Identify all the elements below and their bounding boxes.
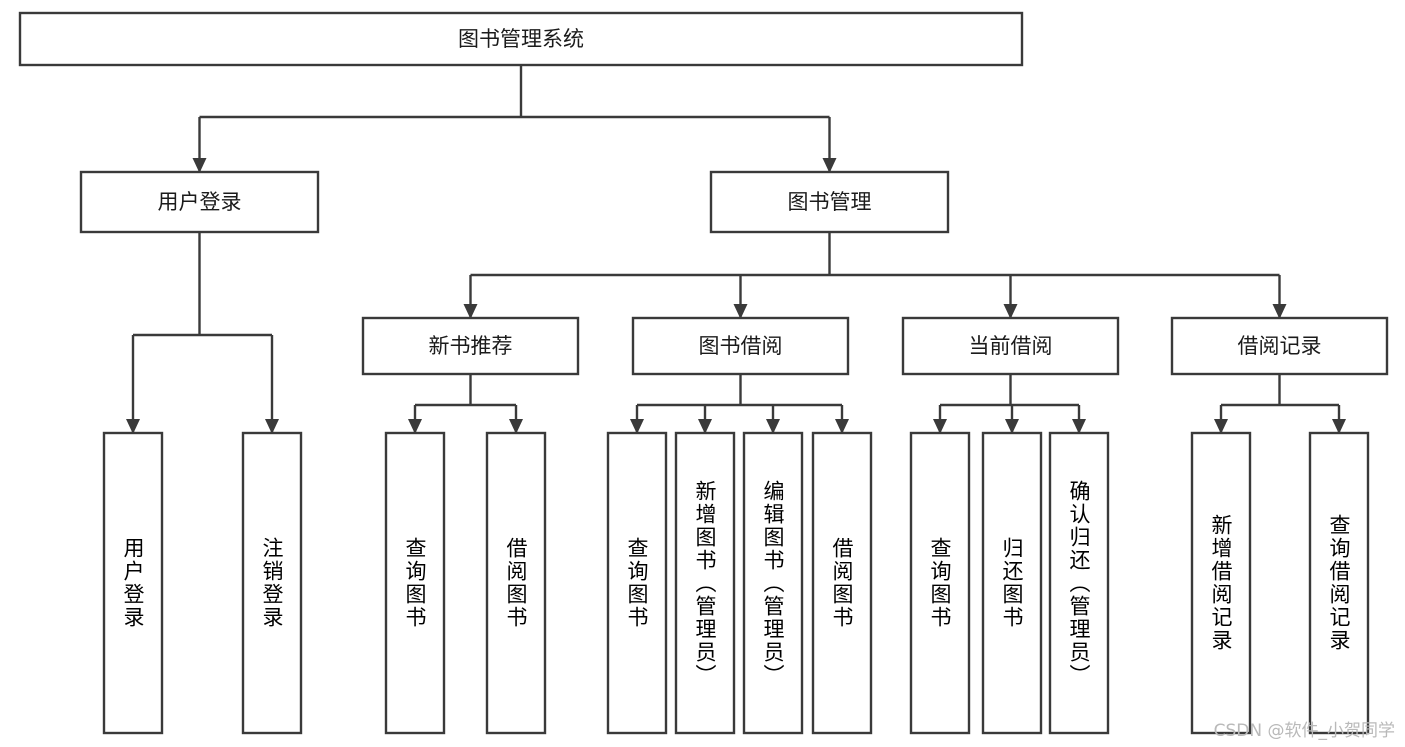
leaf-node-0[interactable]: 用户登录	[102, 431, 164, 735]
arrow-head	[630, 419, 644, 434]
leaf-node-3-label: 借阅图书	[504, 537, 528, 629]
arrow-head	[1072, 419, 1086, 434]
leaf-node-3-label-wrap: 借阅图书	[504, 537, 528, 629]
arrow-head	[1332, 419, 1346, 434]
node-level3-2-rect	[901, 316, 1120, 376]
node-level2-0-label: 用户登录	[158, 190, 242, 214]
leaf-node-2-label: 查询图书	[403, 537, 427, 629]
leaf-node-11-label-wrap: 新增借阅记录	[1209, 514, 1233, 652]
leaf-node-11-label: 新增借阅记录	[1209, 514, 1233, 652]
node-level3-1-label: 图书借阅	[699, 334, 783, 358]
node-level3-1-rect	[631, 316, 850, 376]
arrow-head	[463, 304, 478, 319]
node-layer: 图书管理系统用户登录图书管理新书推荐图书借阅当前借阅借阅记录用户登录注销登录查询…	[18, 11, 1389, 735]
arrow-head	[509, 419, 523, 434]
node-root-label: 图书管理系统	[458, 27, 584, 51]
node-level2-1-rect	[709, 170, 950, 234]
leaf-node-5-label-wrap: 新增图书（管理员）	[693, 479, 717, 687]
leaf-node-3[interactable]: 借阅图书	[485, 431, 547, 735]
leaf-node-4-label: 查询图书	[625, 537, 649, 629]
leaf-node-6-label: 编辑图书（管理员）	[761, 479, 785, 687]
leaf-node-8[interactable]: 查询图书	[909, 431, 971, 735]
leaf-node-1[interactable]: 注销登录	[241, 431, 303, 735]
node-level2-1-label: 图书管理	[788, 190, 872, 214]
node-level3-3[interactable]: 借阅记录	[1170, 316, 1389, 376]
node-level3-0[interactable]: 新书推荐	[361, 316, 580, 376]
leaf-node-0-label-wrap: 用户登录	[121, 537, 145, 629]
node-level3-0-rect	[361, 316, 580, 376]
leaf-node-8-label-wrap: 查询图书	[928, 537, 952, 629]
leaf-node-7[interactable]: 借阅图书	[811, 431, 873, 735]
leaf-node-12-label: 查询借阅记录	[1327, 514, 1351, 652]
leaf-node-5-label: 新增图书（管理员）	[693, 479, 717, 687]
leaf-node-10-label-wrap: 确认归还（管理员）	[1067, 479, 1091, 687]
leaf-node-7-rect	[811, 431, 873, 735]
leaf-node-11-rect	[1190, 431, 1252, 735]
leaf-node-10[interactable]: 确认归还（管理员）	[1048, 431, 1110, 735]
leaf-node-5-rect	[674, 431, 736, 735]
node-root-rect	[18, 11, 1024, 67]
leaf-node-4-label-wrap: 查询图书	[625, 537, 649, 629]
leaf-node-0-rect	[102, 431, 164, 735]
node-level3-3-rect	[1170, 316, 1389, 376]
node-level3-0-label: 新书推荐	[429, 334, 513, 358]
leaf-node-0-label: 用户登录	[121, 537, 145, 629]
node-level3-1[interactable]: 图书借阅	[631, 316, 850, 376]
arrow-head	[766, 419, 780, 434]
arrow-head	[1214, 419, 1228, 434]
leaf-node-9-label-wrap: 归还图书	[1000, 537, 1024, 629]
leaf-node-1-rect	[241, 431, 303, 735]
leaf-node-10-rect	[1048, 431, 1110, 735]
node-level3-2[interactable]: 当前借阅	[901, 316, 1120, 376]
leaf-node-12[interactable]: 查询借阅记录	[1308, 431, 1370, 735]
node-level2-0-rect	[79, 170, 320, 234]
node-level3-2-label: 当前借阅	[969, 334, 1053, 358]
arrow-head	[933, 419, 947, 434]
leaf-node-2-rect	[384, 431, 446, 735]
leaf-node-10-label: 确认归还（管理员）	[1067, 479, 1091, 687]
arrow-head	[1003, 304, 1018, 319]
node-level2-1[interactable]: 图书管理	[709, 170, 950, 234]
arrow-head	[1005, 419, 1019, 434]
leaf-node-11[interactable]: 新增借阅记录	[1190, 431, 1252, 735]
node-level3-3-label: 借阅记录	[1238, 334, 1322, 358]
arrow-head	[698, 419, 712, 434]
leaf-node-6-rect	[742, 431, 804, 735]
leaf-node-1-label: 注销登录	[260, 537, 284, 629]
leaf-node-4[interactable]: 查询图书	[606, 431, 668, 735]
leaf-node-1-label-wrap: 注销登录	[260, 537, 284, 629]
leaf-node-8-rect	[909, 431, 971, 735]
leaf-node-5[interactable]: 新增图书（管理员）	[674, 431, 736, 735]
connector-layer	[126, 65, 1346, 434]
leaf-node-12-rect	[1308, 431, 1370, 735]
leaf-node-12-label-wrap: 查询借阅记录	[1327, 514, 1351, 652]
leaf-node-9[interactable]: 归还图书	[981, 431, 1043, 735]
leaf-node-2[interactable]: 查询图书	[384, 431, 446, 735]
leaf-node-9-label: 归还图书	[1000, 537, 1024, 629]
leaf-node-2-label-wrap: 查询图书	[403, 537, 427, 629]
arrow-head	[192, 158, 207, 173]
leaf-node-9-rect	[981, 431, 1043, 735]
arrow-head	[408, 419, 422, 434]
arrow-head	[1272, 304, 1287, 319]
leaf-node-7-label-wrap: 借阅图书	[830, 537, 854, 629]
arrow-head	[733, 304, 748, 319]
arrow-head	[265, 419, 279, 434]
arrow-head	[835, 419, 849, 434]
leaf-node-4-rect	[606, 431, 668, 735]
arrow-head	[126, 419, 140, 434]
leaf-node-6-label-wrap: 编辑图书（管理员）	[761, 479, 785, 687]
node-root[interactable]: 图书管理系统	[18, 11, 1024, 67]
leaf-node-7-label: 借阅图书	[830, 537, 854, 629]
leaf-node-8-label: 查询图书	[928, 537, 952, 629]
arrow-head	[822, 158, 837, 173]
node-level2-0[interactable]: 用户登录	[79, 170, 320, 234]
leaf-node-6[interactable]: 编辑图书（管理员）	[742, 431, 804, 735]
leaf-node-3-rect	[485, 431, 547, 735]
